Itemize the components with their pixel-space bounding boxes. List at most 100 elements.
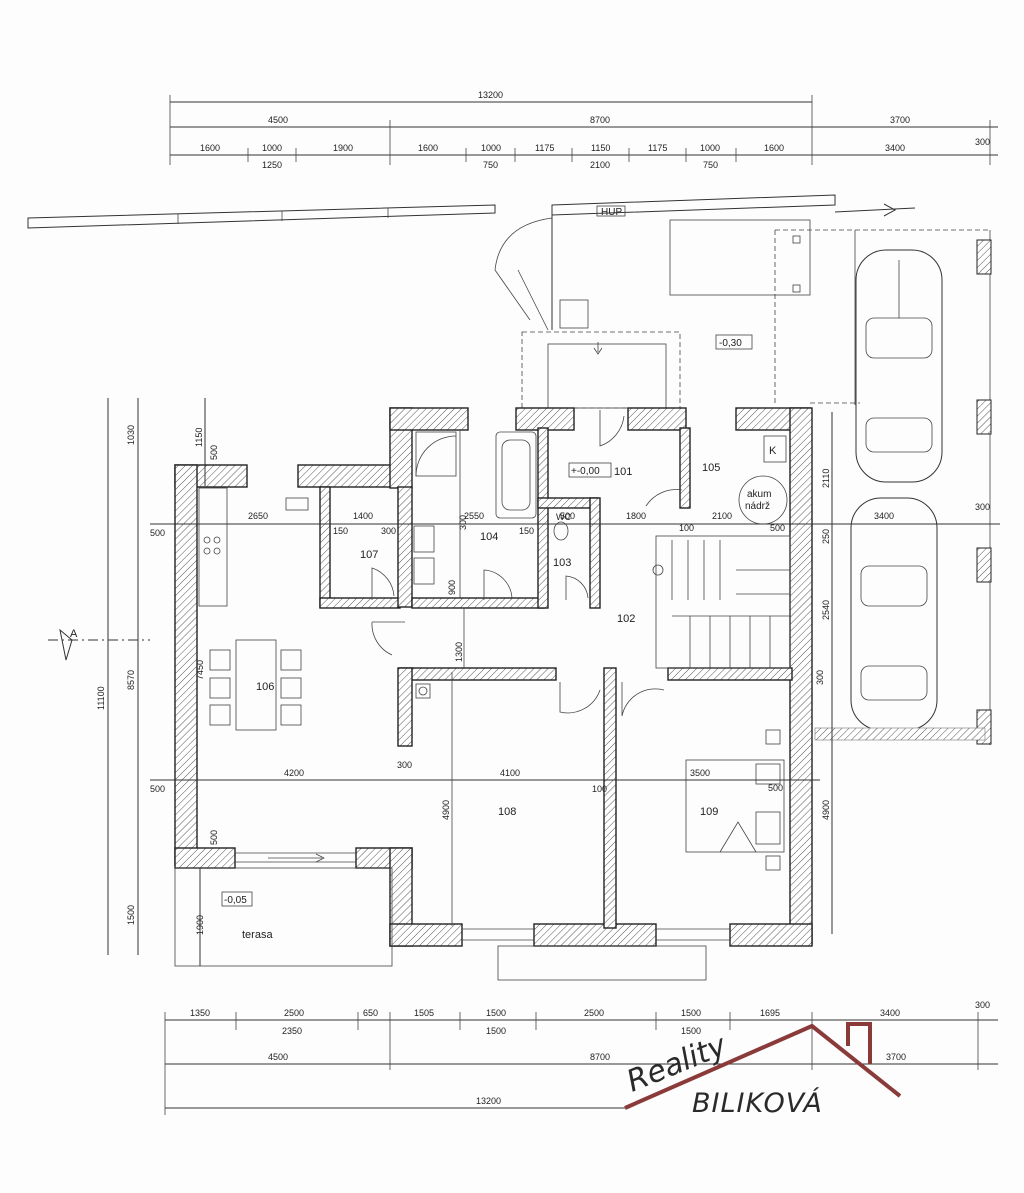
dim-top-a8: 1000 — [700, 143, 720, 153]
dim-top-a1: 1000 — [262, 143, 282, 153]
top-dimensions: 13200 4500 8700 3700 1600 1000 1900 1600… — [169, 90, 998, 170]
room-101: 101 — [614, 466, 632, 478]
dim-bot-a3: 1505 — [414, 1008, 434, 1018]
entrance-area: -0,30 — [521, 229, 990, 409]
dim-int-5: 2550 — [464, 511, 484, 521]
dim-int-13: 1300 — [454, 642, 464, 662]
dim-int-8: 2100 — [712, 511, 732, 521]
dim-left-5: 1900 — [195, 915, 205, 935]
dim-int-0: 500 — [150, 528, 165, 538]
left-dimensions: 11100 8570 1030 1150 1500 1900 7450 A — [48, 398, 206, 966]
dim-bot-a6: 1500 — [681, 1008, 701, 1018]
dim-top-b3: 750 — [703, 160, 718, 170]
dim-int-17: 300 — [397, 760, 412, 770]
watermark-logo: Reality BILIKOVÁ — [622, 1022, 902, 1119]
dim-right-5: 4900 — [821, 800, 831, 820]
dim-bot-a1: 2500 — [284, 1008, 304, 1018]
dim-top-a5: 1175 — [535, 143, 554, 153]
dim-int-3: 150 — [333, 526, 348, 536]
dim-bot-a7: 1695 — [760, 1008, 780, 1018]
dim-int-20: 500 — [768, 783, 783, 793]
dim-int-14: 300 — [458, 515, 468, 530]
dim-top-3700: 3700 — [890, 115, 910, 125]
bottom-dimensions: 1350 2500 650 1505 1500 2500 1500 1695 3… — [164, 1000, 998, 1115]
dim-int-10: 3400 — [874, 511, 894, 521]
fixtures: K akum nádrž +-0,00 WC — [198, 410, 791, 871]
room-109: 109 — [700, 806, 718, 818]
dim-top-a10: 3400 — [885, 143, 905, 153]
tank-line2: nádrž — [745, 501, 770, 512]
dim-left-2: 1030 — [126, 425, 136, 445]
tank-line1: akum — [747, 489, 771, 500]
fence-and-gate: HUP — [27, 194, 916, 331]
dim-int-7: 1800 — [626, 511, 646, 521]
dim-int-22: 4900 — [441, 800, 451, 820]
dim-int-19: 3500 — [690, 768, 710, 778]
room-105: 105 — [702, 462, 720, 474]
wc-label: WC — [556, 512, 571, 522]
car-top — [855, 249, 943, 483]
dim-int-21: 500 — [150, 784, 165, 794]
level-entry-label: +-0,00 — [571, 466, 600, 477]
dim-bot-a9: 300 — [975, 1000, 990, 1010]
right-dimensions: 2110 250 2540 300 4900 300 — [815, 412, 833, 934]
section-label: A — [70, 628, 78, 640]
room-108: 108 — [498, 806, 516, 818]
dim-bot-b1: 1500 — [486, 1026, 506, 1036]
dim-top-a0: 1600 — [200, 143, 220, 153]
terrace-label: terasa — [242, 929, 273, 941]
dim-top-b0: 1250 — [262, 160, 282, 170]
dim-int-6: 150 — [519, 526, 534, 536]
dim-top-b2: 2100 — [590, 160, 610, 170]
dim-int-9: 300 — [975, 502, 990, 512]
dim-top-a11: 300 — [975, 137, 990, 147]
car-bottom — [850, 497, 938, 731]
dim-int-2: 1400 — [353, 511, 373, 521]
dim-int-1: 2650 — [248, 511, 268, 521]
dim-int-27: 500 — [770, 523, 785, 533]
dim-bot-a5: 2500 — [584, 1008, 604, 1018]
dim-bot-a2: 650 — [363, 1008, 378, 1018]
dim-int-12: 900 — [447, 580, 457, 595]
dim-bot-r2-2: 3700 — [886, 1052, 906, 1062]
exterior-walls: -0,05 terasa — [174, 407, 813, 981]
watermark-line2: BILIKOVÁ — [692, 1087, 823, 1119]
dim-left-6: 7450 — [195, 660, 205, 680]
dim-bot-a8: 3400 — [880, 1008, 900, 1018]
dim-bot-a0: 1350 — [190, 1008, 210, 1018]
dim-int-28: 500 — [560, 511, 575, 521]
dim-bot-r2-1: 8700 — [590, 1052, 610, 1062]
level-outside-label: -0,30 — [719, 338, 742, 349]
dim-right-4: 300 — [815, 670, 825, 685]
room-numbers: 101 102 103 104 105 106 107 108 109 — [256, 462, 720, 818]
dim-bot-r2-0: 4500 — [268, 1052, 288, 1062]
dim-top-a6: 1150 — [591, 143, 610, 153]
dim-top-a2: 1900 — [333, 143, 353, 153]
dim-int-23: 500 — [209, 445, 219, 460]
room-104: 104 — [480, 531, 498, 543]
room-103: 103 — [553, 557, 571, 569]
dim-int-24: 500 — [209, 830, 219, 845]
dim-int-18: 100 — [592, 784, 607, 794]
room-106: 106 — [256, 681, 274, 693]
hup-label: HUP — [601, 207, 622, 218]
dim-bot-b0: 2350 — [282, 1026, 302, 1036]
dim-top-a9: 1600 — [764, 143, 784, 153]
room-102: 102 — [617, 613, 635, 625]
roof-mark — [624, 1023, 902, 1110]
dim-int-16: 4100 — [500, 768, 520, 778]
internal-dimensions: 500 2650 1400 150 300 2550 150 1800 2100… — [150, 430, 1000, 926]
dim-top-a7: 1175 — [648, 143, 667, 153]
dim-right-2: 250 — [821, 529, 831, 544]
dim-top-8700: 8700 — [590, 115, 610, 125]
dim-left-1: 8570 — [126, 670, 136, 690]
dim-left-3: 1150 — [194, 428, 204, 447]
dim-bot-total: 13200 — [476, 1096, 501, 1106]
interior-walls — [319, 427, 793, 929]
boiler-label: K — [769, 445, 777, 457]
dim-right-3: 2540 — [821, 600, 831, 620]
dim-bot-b2: 1500 — [681, 1026, 701, 1036]
dim-top-a3: 1600 — [418, 143, 438, 153]
